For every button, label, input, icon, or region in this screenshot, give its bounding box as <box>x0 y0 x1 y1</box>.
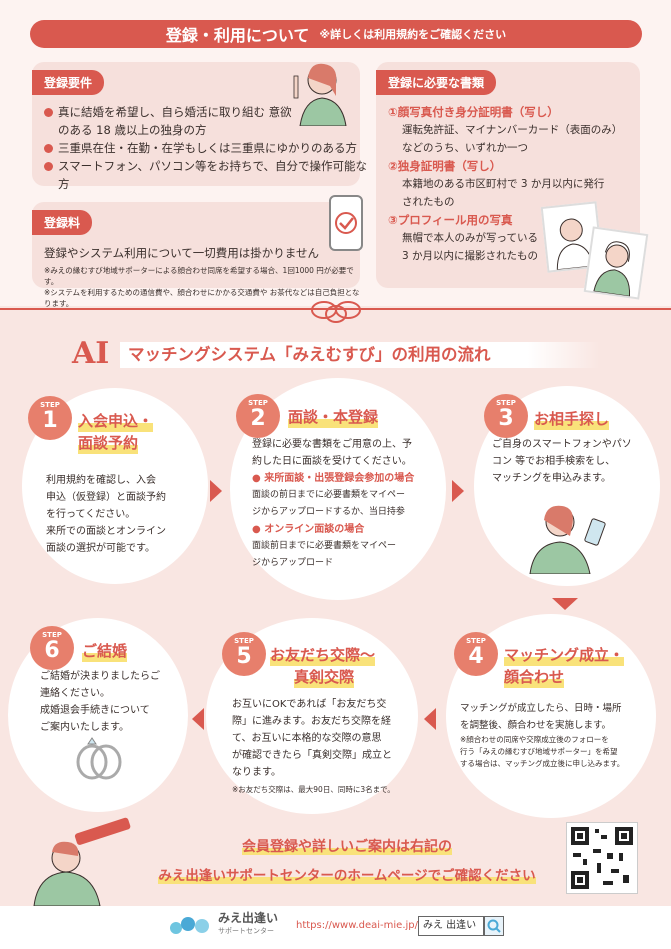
ai-logo: AI <box>72 336 110 371</box>
flow-title-bg <box>120 342 600 368</box>
step-title: お友だち交際〜 <box>270 644 376 666</box>
step-title: 面談・本登録 <box>288 406 379 428</box>
list-item: スマートフォン、パソコン等をお持ちで、自分で操作可能な方 <box>44 157 368 193</box>
document-line: 運転免許証、マイナンバーカード（表面のみ） <box>402 124 623 136</box>
step-title: 真剣交際 <box>294 666 355 688</box>
search-icon <box>487 919 501 933</box>
cta-line-2: みえ出逢いサポートセンターのホームページでご確認ください <box>158 868 536 884</box>
requirements-list: 真に結婚を希望し、自ら婚活に取り組む 意欲のある 18 歳以上の独身の方 三重県… <box>44 103 367 193</box>
fee-note: ※システムを利用するための通信費や、顔合わせにかかる交通費や お茶代などは自己負… <box>44 288 360 308</box>
requirements-box: 登録要件 真に結婚を希望し、自ら婚活に取り組む 意欲のある 18 歳以上の独身の… <box>32 62 367 191</box>
banner-title: 登録・利用について <box>165 26 310 45</box>
document-line: などのうち、いずれか一つ <box>402 142 528 154</box>
step-title: 入会申込・ <box>78 410 154 432</box>
fee-label: 登録料 <box>32 210 93 235</box>
fee-note: ※みえの縁むすび地域サポーターによる顔合わせ同席を希望する場合、1回1000 円… <box>44 266 354 286</box>
documents-label: 登録に必要な書類 <box>376 70 497 95</box>
phone-check-icon <box>329 195 363 251</box>
arrow-right-icon <box>210 480 222 502</box>
step-2-text: 登録に必要な書類をご用意の上、予約した日に面談を受けてください。 ● 来所面談・… <box>252 436 442 572</box>
footer <box>0 906 671 949</box>
document-line: されたもの <box>402 196 455 208</box>
woman-phone-illustration <box>529 505 606 574</box>
step-5-text: お互いにOKであれば「お友だち交際」に進みます。お友だち交際を経て、お互いに本格… <box>232 699 395 794</box>
step-1-text: 利用規約を確認し、入会申込（仮登録）と面談予約を行ってください。来所での面談とオ… <box>46 475 166 554</box>
arrow-right-icon <box>452 480 464 502</box>
rings-icon <box>76 737 122 780</box>
fee-box: 登録料 登録やシステム利用について一切費用は掛かりません ※みえの縁むすび地域サ… <box>32 202 360 308</box>
document-line: 本籍地のある市区町村で 3 か月以内に発行 <box>402 178 605 190</box>
step-2-sub-title: ● オンライン面談の場合 <box>252 524 365 535</box>
search-box[interactable]: みえ 出逢い <box>418 916 484 936</box>
qr-code[interactable] <box>566 822 638 894</box>
photo-woman-image <box>583 226 649 300</box>
list-item: 三重県在住・在勤・在学もしくは三重県にゆかりのある方 <box>44 139 358 157</box>
document-title: ②独身証明書（写し） <box>388 159 502 173</box>
step-5-title: お友だち交際〜 真剣交際 <box>270 644 414 688</box>
step-3-title: お相手探し <box>534 408 654 430</box>
fee-text: 登録やシステム利用について一切費用は掛かりません <box>44 246 319 260</box>
step-title: 面談予約 <box>78 432 139 454</box>
telescope-man-illustration <box>33 817 131 906</box>
step-title: マッチング成立・ <box>504 644 625 666</box>
step-4-title: マッチング成立・ 顔合わせ <box>504 644 654 688</box>
brand-logo-icon <box>170 917 209 934</box>
document-line: 無帽で本人のみが写っている <box>402 232 538 244</box>
requirements-label: 登録要件 <box>32 70 105 95</box>
arrow-left-icon <box>192 708 204 730</box>
cta-text: 会員登録や詳しいご案内は右記の みえ出逢いサポートセンターのホームページでご確認… <box>132 832 562 890</box>
brand-sub: サポートセンター <box>218 927 274 935</box>
photo-man-image <box>540 201 604 273</box>
step-title: お相手探し <box>534 408 610 430</box>
step-title: ご結婚 <box>82 640 128 662</box>
search-button[interactable] <box>484 916 504 936</box>
section-banner: 登録・利用について ※詳しくは利用規約をご確認ください <box>30 20 642 48</box>
flow-title: マッチングシステム「みえむすび」の利用の流れ <box>128 345 491 364</box>
step-title: 顔合わせ <box>504 666 565 688</box>
website-url[interactable]: https://www.deai-mie.jp/ <box>296 920 419 931</box>
mizuhiki-knot-icon <box>311 301 361 323</box>
woman-illustration <box>293 63 347 126</box>
cta-line-1: 会員登録や詳しいご案内は右記の <box>242 839 452 855</box>
document-line: 3 か月以内に撮影されたもの <box>402 250 539 262</box>
brand-name: みえ出逢い <box>218 911 279 925</box>
brand: みえ出逢い サポートセンター <box>218 910 298 936</box>
documents-list: ①顔写真付き身分証明書（写し） 運転免許証、マイナンバーカード（表面のみ） など… <box>388 103 640 265</box>
list-item: 真に結婚を希望し、自ら婚活に取り組む 意欲のある 18 歳以上の独身の方 <box>44 103 294 139</box>
step-2-title: 面談・本登録 <box>288 406 428 428</box>
qr-code-image <box>571 827 633 889</box>
document-title: ①顔写真付き身分証明書（写し） <box>388 105 559 119</box>
arrow-left-icon <box>424 708 436 730</box>
step-4-text: マッチングが成立したら、日時・場所を調整後、顔合わせを実施します。 ※顔合わせの… <box>460 703 625 768</box>
arrow-down-icon <box>552 598 578 610</box>
step-6-text: ご結婚が決まりましたらご連絡ください。成婚退会手続きについてご案内いたします。 <box>40 671 160 733</box>
step-6-title: ご結婚 <box>82 640 182 662</box>
banner-subtitle: ※詳しくは利用規約をご確認ください <box>319 28 507 41</box>
step-3-text: ご自身のスマートフォンやパソコン 等でお相手検索をし、マッチングを申込みます。 <box>492 439 632 484</box>
document-title: ③プロフィール用の写真 <box>388 213 513 227</box>
step-1-title: 入会申込・ 面談予約 <box>78 410 208 454</box>
step-2-sub-title: ● 来所面談・出張登録会参加の場合 <box>252 473 415 484</box>
